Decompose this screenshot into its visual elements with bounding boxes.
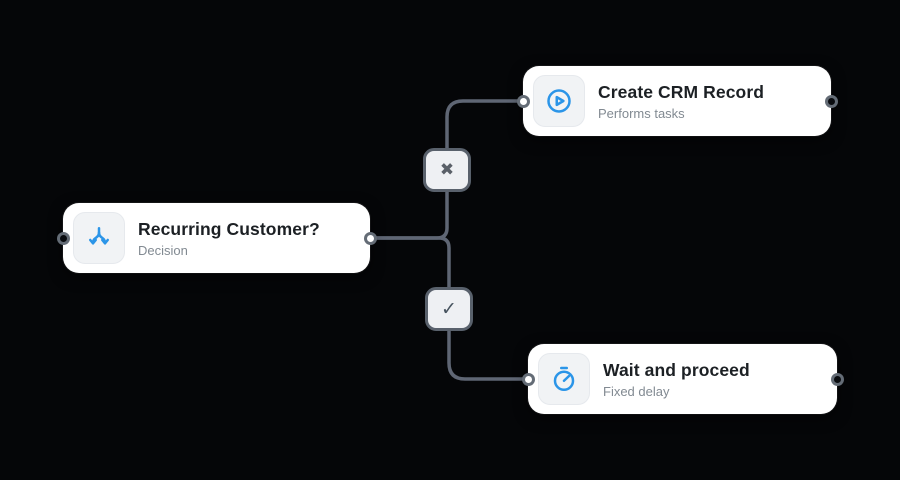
edge-condition-no-badge[interactable]: ✖ xyxy=(423,148,471,192)
node-title: Create CRM Record xyxy=(598,81,765,102)
stopwatch-icon xyxy=(538,353,590,405)
edge-condition-yes-badge[interactable]: ✓ xyxy=(425,287,473,331)
node-subtitle: Performs tasks xyxy=(598,105,685,121)
check-icon: ✓ xyxy=(441,298,457,320)
node-title: Wait and proceed xyxy=(603,359,750,380)
node-text: Recurring Customer? Decision xyxy=(138,219,320,258)
node-decision[interactable]: Recurring Customer? Decision xyxy=(63,203,370,273)
node-create-crm-record[interactable]: Create CRM Record Performs tasks xyxy=(523,66,831,136)
port-wait-output[interactable] xyxy=(830,372,844,386)
node-text: Wait and proceed Fixed delay xyxy=(603,360,750,399)
node-subtitle: Decision xyxy=(138,242,188,258)
port-decision-output[interactable] xyxy=(363,231,377,245)
port-crm-input[interactable] xyxy=(516,94,530,108)
port-wait-input[interactable] xyxy=(521,372,535,386)
node-title: Recurring Customer? xyxy=(138,218,320,239)
node-subtitle: Fixed delay xyxy=(603,383,670,399)
port-decision-input[interactable] xyxy=(56,231,70,245)
x-icon: ✖ xyxy=(439,160,455,180)
node-wait-and-proceed[interactable]: Wait and proceed Fixed delay xyxy=(528,344,837,414)
play-icon xyxy=(533,75,585,127)
branch-icon xyxy=(73,212,125,264)
node-text: Create CRM Record Performs tasks xyxy=(598,82,764,121)
port-crm-output[interactable] xyxy=(824,94,838,108)
